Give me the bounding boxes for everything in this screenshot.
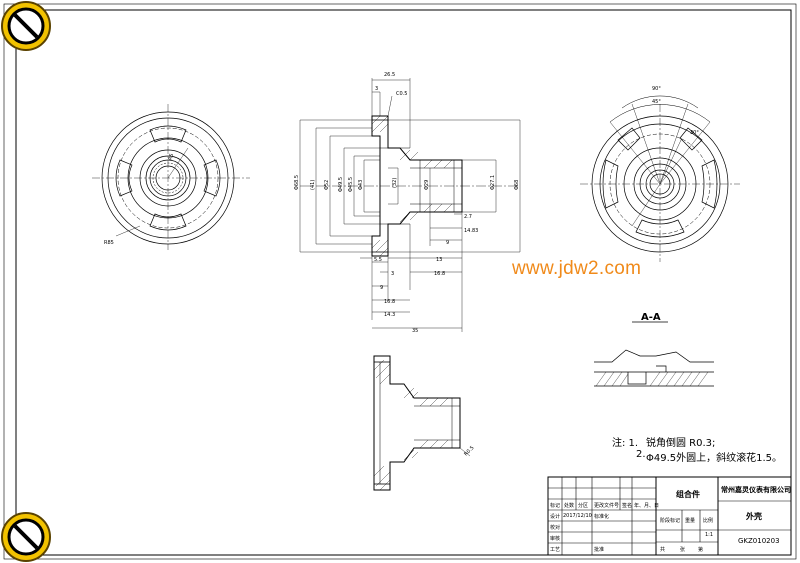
dim-13: 13 (436, 257, 442, 263)
dim-3: 3 (391, 271, 394, 277)
tb-scale: 1:1 (705, 532, 714, 538)
tb-label-date: 年、月、日 (634, 503, 660, 509)
watermark-text: www.jdw2.com (512, 258, 642, 279)
dim-d29: Φ29 (424, 180, 430, 190)
dim-2-7: 2.7 (464, 214, 472, 220)
tb-review: 审核 (550, 536, 561, 542)
tb-approve: 批准 (594, 547, 605, 553)
dim-d52: Φ52 (324, 180, 330, 190)
dim-d32: (32) (392, 178, 398, 188)
dim-top-length: 26.5 (384, 72, 395, 78)
tb-assembly: 组合件 (676, 490, 700, 499)
corner-logo-bottom (1, 512, 51, 562)
dim-d68: Φ68 (514, 180, 520, 190)
title-block (547, 476, 792, 556)
tb-design-date: 2017/12/10 (563, 513, 592, 519)
dim-angle-90: 90° (652, 86, 661, 92)
section-a-a (594, 321, 714, 387)
dim-d45-5: Φ45.5 (348, 177, 354, 192)
tb-sheets: 共 (660, 547, 666, 553)
tb-label-sign: 签名 (622, 503, 633, 509)
dim-9b: 9 (380, 285, 383, 291)
inner-frame (15, 9, 792, 556)
tb-design: 设计 (550, 514, 561, 520)
note-line-2: Φ49.5外圆上，斜纹滚花1.5。 (646, 453, 783, 464)
dim-d49-5: Φ49.5 (338, 177, 344, 192)
tb-weight: 重量 (685, 518, 696, 524)
dim-left-radius: R5 (167, 153, 175, 161)
tb-sheet: 张 (680, 547, 686, 553)
outer-frame (3, 3, 797, 560)
tb-company: 常州嘉灵仪表有限公司 (721, 486, 791, 494)
tb-stage: 阶段标记 (660, 518, 681, 524)
note-line-2-num: 2. (636, 449, 646, 460)
left-view (92, 104, 250, 250)
tb-label-mark: 标记 (550, 503, 561, 509)
dim-9: 9 (446, 240, 449, 246)
dim-d41: (41) (310, 180, 316, 190)
dim-14-3: 14.3 (384, 312, 395, 318)
dim-d43: Φ43 (358, 180, 364, 190)
dim-angle-30: 30° (690, 130, 699, 136)
dim-16-8b: 16.8 (384, 299, 395, 305)
corner-logo-top (1, 1, 51, 51)
dim-3-top: 3 (375, 86, 378, 92)
right-view (580, 95, 740, 262)
tb-label-count: 处数 (564, 503, 575, 509)
dim-angle-45: 45° (652, 99, 661, 105)
tb-label-zone: 分区 (578, 503, 589, 509)
dim-5-5: 5.5 (374, 257, 382, 263)
tb-check: 校对 (550, 525, 561, 531)
bottom-section-view (373, 355, 471, 491)
dim-d-outer: Φ68.5 (294, 175, 300, 190)
tb-process: 工艺 (550, 547, 561, 553)
tb-drawing-no: GKZ010203 (738, 537, 780, 545)
note-heading: 注: 1. (612, 438, 639, 449)
dim-14-83: 14.83 (464, 228, 478, 234)
note-line-1: 锐角倒圆 R0.3; (646, 438, 716, 449)
tb-label-change: 更改文件号 (594, 503, 620, 509)
dim-16-8: 16.8 (434, 271, 445, 277)
dim-chamfer: C0.5 (396, 91, 407, 97)
dim-d27-1: Φ27.1 (490, 175, 496, 190)
tb-page: 第 (698, 547, 704, 553)
dim-r85: R85 (104, 240, 114, 246)
section-label: A-A (641, 312, 661, 323)
tb-scale-label: 比例 (703, 518, 714, 524)
dim-35: 35 (412, 328, 418, 334)
tb-std: 标准化 (594, 514, 610, 520)
main-section-view (299, 78, 521, 332)
tb-part-name: 外壳 (746, 512, 762, 521)
